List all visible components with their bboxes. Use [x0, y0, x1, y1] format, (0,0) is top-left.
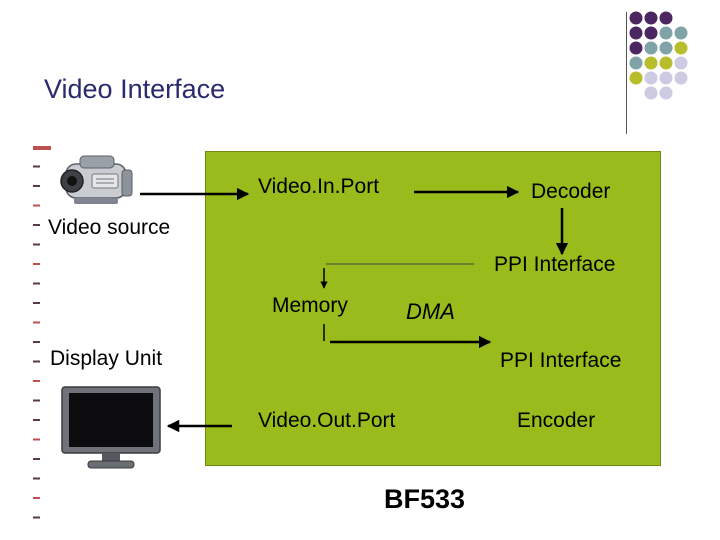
decorative-dash: [33, 399, 40, 402]
decorative-dash: [33, 419, 40, 421]
decorative-dash: [33, 165, 40, 168]
bf533-processor-box: [205, 151, 661, 466]
decorative-dash: [33, 458, 40, 460]
decorative-dash: [33, 438, 40, 441]
decorative-dot: [659, 11, 673, 25]
decorative-dot: [644, 56, 658, 70]
decorative-dot: [629, 41, 643, 55]
decorative-dash: [33, 321, 40, 324]
video-source-label: Video source: [48, 216, 171, 239]
decorative-dash: [33, 224, 40, 226]
decorative-dash: [33, 282, 40, 285]
decorative-dot: [629, 26, 643, 40]
decorative-dash: [33, 477, 40, 480]
decorative-dot: [659, 71, 673, 85]
title-divider-line: [626, 12, 627, 134]
decorative-dash: [33, 243, 40, 246]
camcorder-icon: [60, 155, 133, 204]
decorative-dash: [33, 360, 40, 363]
decorative-dash: [33, 185, 40, 187]
decorative-dot: [644, 26, 658, 40]
decorative-dash: [33, 380, 40, 382]
decorative-dash: [33, 516, 40, 519]
decorative-dash-column: [33, 146, 51, 519]
ppi-interface-top-label: PPI Interface: [494, 253, 616, 276]
decoder-label: Decoder: [531, 180, 611, 203]
decorative-dot: [674, 26, 688, 40]
decorative-dot: [644, 11, 658, 25]
decorative-dot: [629, 56, 643, 70]
decorative-dash: [33, 302, 40, 304]
decorative-dash: [33, 263, 40, 265]
monitor-icon: [61, 386, 161, 469]
decorative-dot: [629, 11, 643, 25]
decorative-dot: [644, 41, 658, 55]
video-in-port-label: Video.In.Port: [258, 175, 380, 198]
decorative-dot: [644, 86, 658, 100]
dma-label: DMA: [406, 299, 455, 324]
decorative-dot: [659, 41, 673, 55]
memory-label: Memory: [272, 294, 348, 317]
decorative-dot: [674, 41, 688, 55]
decorative-dash: [33, 204, 40, 207]
decorative-dot: [674, 56, 688, 70]
decorative-dot: [674, 71, 688, 85]
decorative-dot: [644, 71, 658, 85]
decorative-dot: [629, 71, 643, 85]
display-unit-label: Display Unit: [50, 347, 163, 370]
decorative-dot-grid: [629, 11, 688, 100]
ppi-interface-bottom-label: PPI Interface: [500, 349, 622, 372]
decorative-dash: [33, 497, 40, 499]
decorative-dash: [33, 341, 40, 343]
decorative-dot: [659, 56, 673, 70]
video-out-port-label: Video.Out.Port: [258, 409, 396, 432]
decorative-dot: [659, 86, 673, 100]
slide-title: Video Interface: [44, 74, 226, 104]
bf533-chip-label: BF533: [384, 484, 466, 514]
decorative-dash: [33, 146, 51, 150]
decorative-dot: [659, 26, 673, 40]
encoder-label: Encoder: [517, 409, 596, 432]
